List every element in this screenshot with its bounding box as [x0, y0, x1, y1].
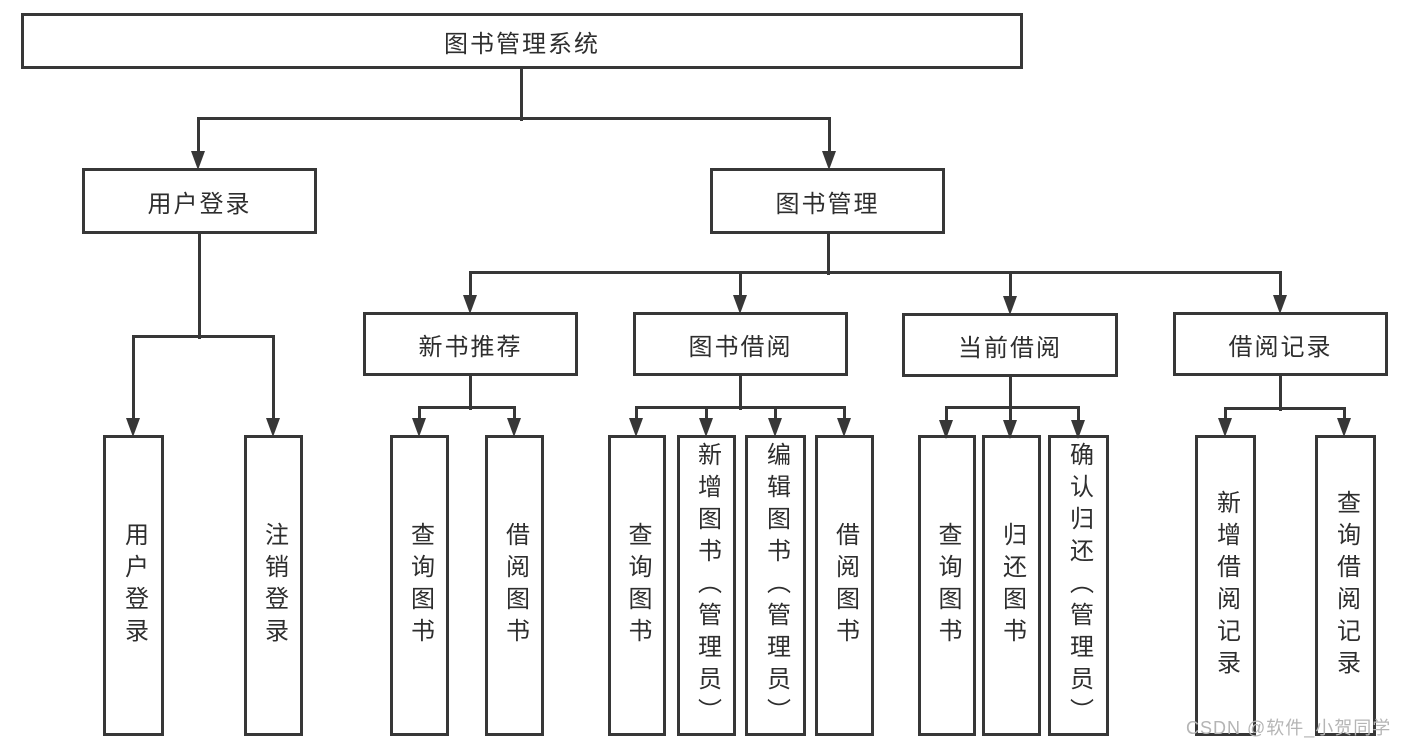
connector-line: [739, 272, 742, 297]
connector-line: [1343, 408, 1346, 420]
node-book-borrowing: 图书借阅: [633, 312, 848, 376]
arrowhead-icon: [126, 418, 140, 437]
arrowhead-icon: [1218, 418, 1232, 437]
leaf-cb-confirm-return: 确认归还（管理员）: [1048, 435, 1109, 736]
connector-line: [272, 336, 275, 420]
node-label: 查询图书: [934, 521, 961, 650]
arrowhead-icon: [1003, 420, 1017, 439]
node-label: 新增图书（管理员）: [693, 441, 721, 730]
node-book-management: 图书管理: [710, 168, 945, 234]
leaf-bb-edit-books: 编辑图书（管理员）: [745, 435, 806, 736]
connector-line: [1077, 407, 1080, 422]
node-label: 注销登录: [260, 521, 288, 650]
leaf-nbr-borrow-books: 借阅图书: [485, 435, 544, 736]
connector-line: [705, 407, 708, 420]
connector-line: [197, 117, 200, 153]
connector-line: [635, 406, 846, 409]
connector-line: [1009, 375, 1012, 410]
node-label: 归还图书: [998, 521, 1026, 650]
node-label: 确认归还（管理员）: [1065, 441, 1093, 730]
node-label: 借阅图书: [831, 521, 859, 650]
node-label: 用户登录: [147, 190, 252, 218]
arrowhead-icon: [1273, 295, 1287, 314]
connector-line: [418, 407, 421, 420]
connector-line: [1279, 272, 1282, 297]
node-label: 借阅记录: [1228, 333, 1333, 361]
leaf-bb-query-books: 查询图书: [608, 435, 666, 736]
connector-line: [945, 406, 1080, 409]
arrowhead-icon: [837, 418, 851, 437]
node-label: 图书借阅: [688, 333, 793, 361]
connector-line: [739, 374, 742, 410]
connector-line: [469, 374, 472, 410]
connector-line: [197, 117, 831, 120]
connector-line: [1224, 407, 1346, 410]
arrowhead-icon: [629, 418, 643, 437]
connector-line: [1279, 374, 1282, 411]
node-label: 编辑图书（管理员）: [762, 441, 790, 730]
arrowhead-icon: [939, 420, 953, 439]
connector-line: [828, 117, 831, 153]
arrowhead-icon: [1003, 296, 1017, 315]
leaf-nbr-query-books: 查询图书: [390, 435, 449, 736]
node-label: 新增借阅记录: [1212, 489, 1240, 682]
node-current-borrowing: 当前借阅: [902, 313, 1118, 377]
arrowhead-icon: [1071, 420, 1085, 439]
leaf-br-query-record: 查询借阅记录: [1315, 435, 1376, 736]
node-label: 图书管理: [775, 190, 880, 218]
node-label: 借阅图书: [501, 521, 529, 650]
leaf-logout: 注销登录: [244, 435, 303, 736]
node-label: 用户登录: [120, 521, 148, 650]
node-label: 查询图书: [624, 521, 651, 650]
connector-line: [469, 271, 1282, 274]
leaf-bb-add-books: 新增图书（管理员）: [677, 435, 736, 736]
node-label: 新书推荐: [418, 333, 523, 361]
arrowhead-icon: [733, 295, 747, 314]
arrowhead-icon: [266, 418, 280, 437]
leaf-cb-query-books: 查询图书: [918, 435, 976, 736]
node-user-login: 用户登录: [82, 168, 317, 234]
connector-line: [945, 407, 948, 422]
connector-line: [520, 68, 523, 121]
connector-line: [1009, 272, 1012, 298]
leaf-cb-return-books: 归还图书: [982, 435, 1041, 736]
node-label: 查询图书: [406, 521, 434, 650]
connector-line: [827, 232, 830, 275]
arrowhead-icon: [1337, 418, 1351, 437]
node-borrow-records: 借阅记录: [1173, 312, 1388, 376]
arrowhead-icon: [822, 151, 836, 170]
connector-line: [132, 336, 135, 420]
node-library-system: 图书管理系统: [21, 13, 1023, 69]
arrowhead-icon: [412, 418, 426, 437]
arrowhead-icon: [463, 295, 477, 314]
arrowhead-icon: [191, 151, 205, 170]
node-label: 查询借阅记录: [1332, 489, 1360, 682]
connector-line: [774, 407, 777, 420]
connector-line: [843, 407, 846, 420]
arrowhead-icon: [507, 418, 521, 437]
csdn-watermark: CSDN @软件_小贺同学: [1186, 718, 1392, 738]
leaf-user-login: 用户登录: [103, 435, 164, 736]
arrowhead-icon: [699, 418, 713, 437]
connector-line: [1009, 407, 1012, 422]
arrowhead-icon: [768, 418, 782, 437]
node-label: 当前借阅: [958, 334, 1062, 362]
connector-line: [513, 407, 516, 420]
leaf-br-add-record: 新增借阅记录: [1195, 435, 1256, 736]
node-label: 图书管理系统: [444, 30, 600, 58]
node-new-book-recommend: 新书推荐: [363, 312, 578, 376]
connector-line: [418, 406, 516, 409]
connector-line: [198, 232, 201, 339]
leaf-bb-borrow-books: 借阅图书: [815, 435, 874, 736]
connector-line: [469, 272, 472, 297]
connector-line: [1224, 408, 1227, 420]
connector-line: [635, 407, 638, 420]
connector-line: [132, 335, 275, 338]
